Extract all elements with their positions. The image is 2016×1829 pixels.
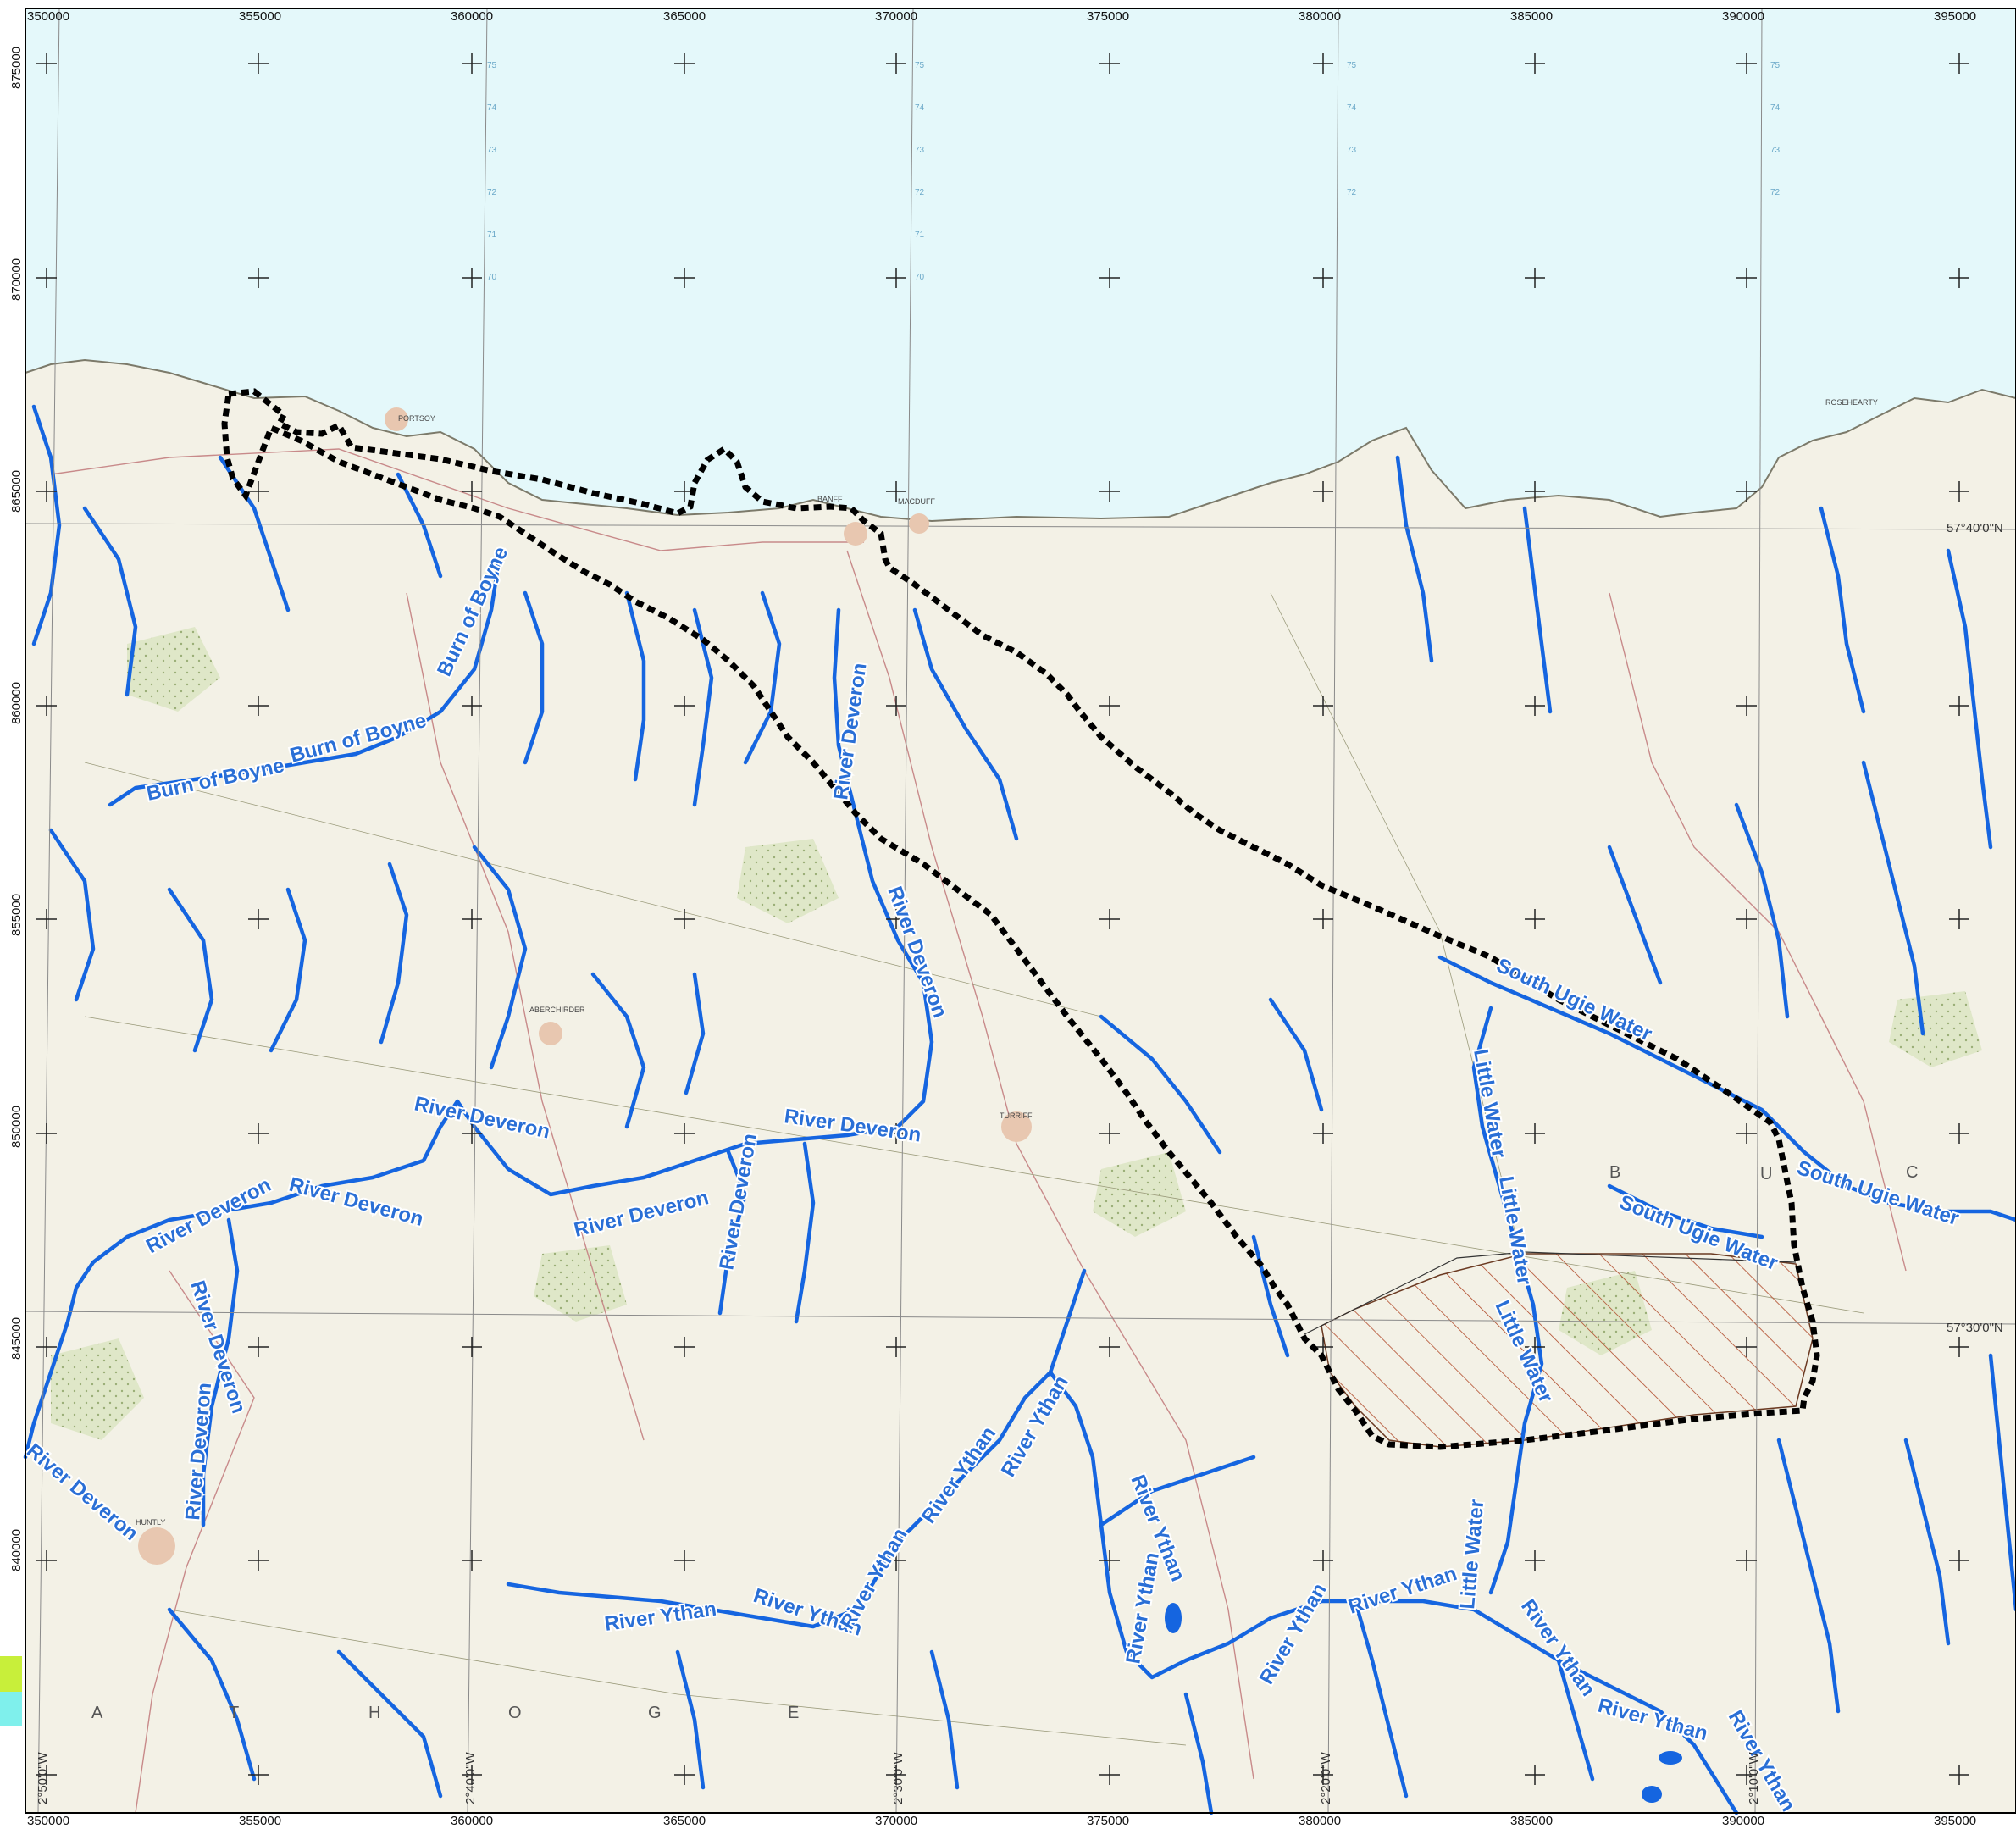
hatched-area <box>1321 1253 1814 1448</box>
svg-text:375000: 375000 <box>1087 9 1129 24</box>
svg-text:73: 73 <box>1347 146 1357 155</box>
loch-2 <box>1659 1751 1682 1765</box>
svg-text:375000: 375000 <box>1087 1814 1129 1828</box>
svg-text:B: B <box>1609 1163 1620 1182</box>
svg-text:H: H <box>368 1704 380 1722</box>
study-area-boundary <box>221 388 1820 1450</box>
svg-text:MACDUFF: MACDUFF <box>898 497 935 506</box>
svg-text:385000: 385000 <box>1510 9 1553 24</box>
legend-swatch-cyan <box>0 1692 22 1726</box>
svg-text:74: 74 <box>1347 103 1357 113</box>
svg-text:T: T <box>229 1704 239 1722</box>
svg-text:395000: 395000 <box>1934 9 1976 24</box>
svg-text:380000: 380000 <box>1299 1814 1341 1828</box>
svg-text:865000: 865000 <box>9 470 24 513</box>
svg-text:850000: 850000 <box>9 1106 24 1148</box>
grid-lines <box>25 8 2016 1814</box>
svg-text:360000: 360000 <box>451 1814 493 1828</box>
svg-text:2°40'0"W: 2°40'0"W <box>463 1751 478 1804</box>
axis-bottom: 350000 355000 360000 365000 370000 37500… <box>27 1814 1976 1828</box>
legend-swatch-green <box>0 1656 22 1692</box>
svg-text:70: 70 <box>487 273 497 282</box>
svg-text:2°30'0"W: 2°30'0"W <box>891 1751 906 1804</box>
graticule-labels: 57°40'0"N 57°30'0"N 2°50'0"W 2°40'0"W 2°… <box>36 521 2003 1804</box>
svg-text:73: 73 <box>1770 146 1781 155</box>
coastline <box>25 358 2016 523</box>
svg-text:74: 74 <box>1770 103 1781 113</box>
svg-text:57°40'0"N: 57°40'0"N <box>1947 521 2003 535</box>
svg-text:ABERCHIRDER: ABERCHIRDER <box>529 1006 585 1014</box>
svg-text:PORTSOY: PORTSOY <box>398 414 435 423</box>
svg-text:370000: 370000 <box>875 1814 917 1828</box>
svg-text:855000: 855000 <box>9 894 24 936</box>
svg-text:365000: 365000 <box>663 9 706 24</box>
svg-text:57°30'0"N: 57°30'0"N <box>1947 1321 2003 1335</box>
svg-text:C: C <box>1906 1163 1918 1182</box>
svg-text:72: 72 <box>487 188 497 197</box>
svg-text:72: 72 <box>915 188 925 197</box>
svg-text:350000: 350000 <box>27 1814 69 1828</box>
towns <box>138 407 1032 1565</box>
svg-text:74: 74 <box>487 103 497 113</box>
svg-text:870000: 870000 <box>9 258 24 301</box>
axis-left: 875000 870000 865000 860000 855000 85000… <box>9 47 24 1571</box>
svg-text:2°10'0"W: 2°10'0"W <box>1747 1751 1761 1804</box>
svg-text:390000: 390000 <box>1722 9 1764 24</box>
svg-text:71: 71 <box>487 230 497 240</box>
svg-text:355000: 355000 <box>239 1814 281 1828</box>
river-network <box>23 404 2016 1815</box>
svg-text:350000: 350000 <box>27 9 69 24</box>
svg-text:75: 75 <box>915 61 925 70</box>
svg-text:380000: 380000 <box>1299 9 1341 24</box>
svg-text:365000: 365000 <box>663 1814 706 1828</box>
svg-text:U: U <box>1760 1165 1772 1183</box>
svg-text:2°20'0"W: 2°20'0"W <box>1319 1751 1333 1804</box>
svg-text:72: 72 <box>1770 188 1781 197</box>
svg-text:HUNTLY: HUNTLY <box>136 1518 165 1527</box>
svg-text:71: 71 <box>915 230 925 240</box>
axis-top: 350000 355000 360000 365000 370000 37500… <box>27 9 1976 24</box>
svg-text:395000: 395000 <box>1934 1814 1976 1828</box>
svg-text:BANFF: BANFF <box>817 495 843 503</box>
svg-text:70: 70 <box>915 273 925 282</box>
svg-text:O: O <box>508 1704 522 1722</box>
svg-text:840000: 840000 <box>9 1529 24 1571</box>
svg-text:370000: 370000 <box>875 9 917 24</box>
svg-text:A: A <box>91 1704 103 1722</box>
map-border <box>25 8 2016 1814</box>
loch-3 <box>1642 1786 1662 1803</box>
svg-text:75: 75 <box>1347 61 1357 70</box>
svg-text:75: 75 <box>487 61 497 70</box>
svg-text:875000: 875000 <box>9 47 24 89</box>
svg-text:360000: 360000 <box>451 9 493 24</box>
svg-text:385000: 385000 <box>1510 1814 1553 1828</box>
grid-crosses <box>36 53 1969 1785</box>
svg-text:2°50'0"W: 2°50'0"W <box>36 1751 50 1804</box>
svg-text:E: E <box>788 1704 799 1722</box>
svg-text:73: 73 <box>915 146 925 155</box>
svg-text:355000: 355000 <box>239 9 281 24</box>
svg-text:72: 72 <box>1347 188 1357 197</box>
svg-text:860000: 860000 <box>9 682 24 724</box>
svg-text:ROSEHEARTY: ROSEHEARTY <box>1825 398 1878 407</box>
place-names: PORTSOY BANFF MACDUFF ROSEHEARTY ABERCHI… <box>136 398 1878 1527</box>
sea <box>25 8 2016 521</box>
svg-text:845000: 845000 <box>9 1317 24 1360</box>
sheet-letters: A T H O G E B U C <box>91 1163 1918 1722</box>
svg-text:TURRIFF: TURRIFF <box>1000 1111 1033 1120</box>
svg-text:75: 75 <box>1770 61 1781 70</box>
svg-text:74: 74 <box>915 103 925 113</box>
svg-text:G: G <box>648 1704 662 1722</box>
loch-1 <box>1165 1603 1182 1633</box>
hatched-area-outline <box>1304 1251 1797 1335</box>
svg-text:390000: 390000 <box>1722 1814 1764 1828</box>
svg-text:73: 73 <box>487 146 497 155</box>
